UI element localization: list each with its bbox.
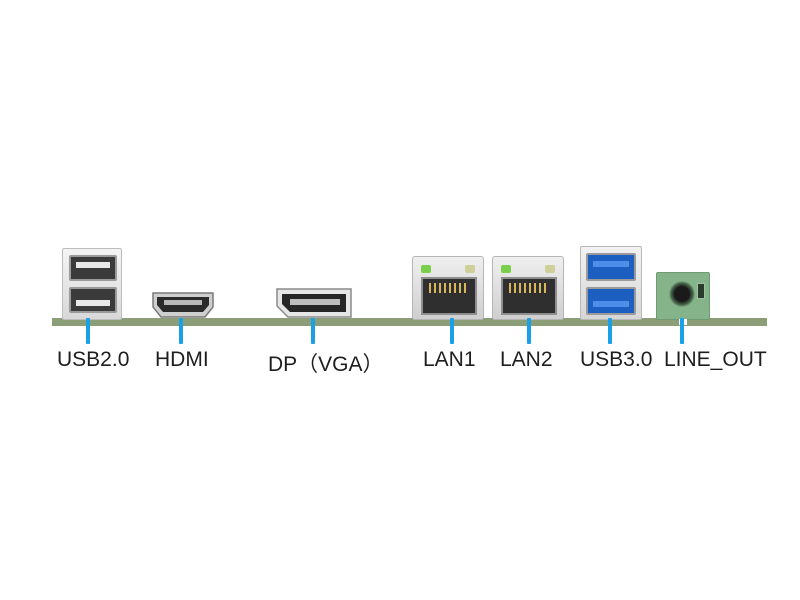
audio-jack-icon [656,272,710,325]
activity-led [545,265,555,273]
label-line-out: LINE_OUT [664,348,767,371]
rj45-port-icon [412,256,484,320]
leader-hdmi [179,318,183,344]
usb3-slot-bottom [586,287,636,315]
activity-led [465,265,475,273]
usb-slot-top [69,255,117,281]
usb3-slot-top [586,253,636,281]
label-lan2: LAN2 [500,348,553,371]
rj45-port-icon [492,256,564,320]
leader-usb3 [608,318,612,344]
leader-lan1 [450,318,454,344]
hdmi-port-icon [152,292,214,318]
leader-usb2 [86,318,90,344]
label-lan1: LAN1 [423,348,476,371]
label-dp-vga: DP（VGA） [268,353,384,376]
leader-lan2 [527,318,531,344]
usb-2-port-icon [62,248,122,320]
label-usb2: USB2.0 [57,348,130,371]
label-usb3: USB3.0 [580,348,653,371]
link-led [421,265,431,273]
usb-slot-bottom [69,287,117,313]
leader-line-out [680,318,684,344]
displayport-icon [276,288,352,318]
usb-3-port-icon [580,246,642,320]
leader-dp [311,318,315,344]
label-hdmi: HDMI [155,348,209,371]
link-led [501,265,511,273]
board-edge [52,318,767,326]
